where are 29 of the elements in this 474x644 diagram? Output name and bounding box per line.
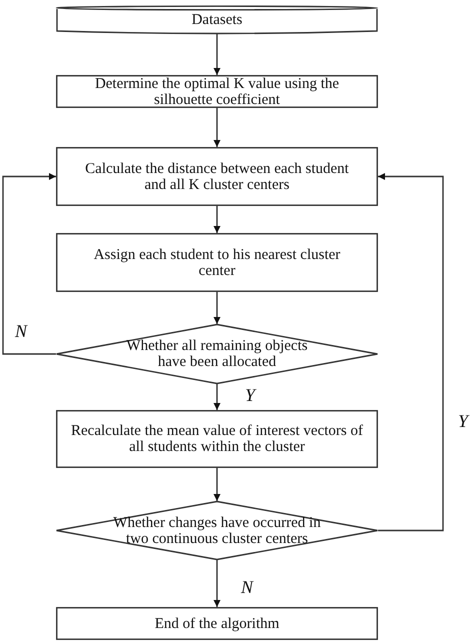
arrow — [214, 384, 220, 410]
process-box — [56, 233, 378, 292]
step-text: Calculate the distance between each student and all K cluster centers — [84, 160, 350, 192]
decision-text: Whether changes have occurred in two continuous cluster centers — [112, 514, 322, 546]
step-text: Assign each student to his nearest cluster center — [92, 246, 342, 278]
step-text: Recalculate the mean value of interest vectors of all students within the cluster — [70, 423, 364, 455]
edge-label: Y — [457, 412, 470, 430]
process-box — [56, 75, 378, 108]
arrow — [214, 468, 220, 501]
process-box — [56, 147, 378, 206]
arrow — [378, 173, 444, 532]
arrow — [214, 292, 220, 324]
edge-label: Y — [244, 386, 256, 404]
process-box — [56, 607, 378, 640]
arrow — [2, 173, 56, 355]
step-text: End of the algorithm — [154, 616, 280, 632]
step-text: Datasets — [192, 12, 242, 28]
decision-diamond — [56, 324, 378, 384]
edge-label: N — [14, 322, 28, 340]
arrow — [214, 560, 220, 607]
arrow — [214, 108, 220, 147]
edge-label: N — [240, 578, 254, 596]
arrow — [214, 206, 220, 233]
decision-diamond — [56, 501, 378, 560]
decision-text: Whether all remaining objects have been allocated — [125, 338, 309, 370]
arrow — [214, 34, 220, 75]
step-text: Determine the optimal K value using the silhouette coefficient — [94, 76, 340, 108]
document-shape — [56, 5, 378, 34]
process-box — [56, 410, 378, 468]
